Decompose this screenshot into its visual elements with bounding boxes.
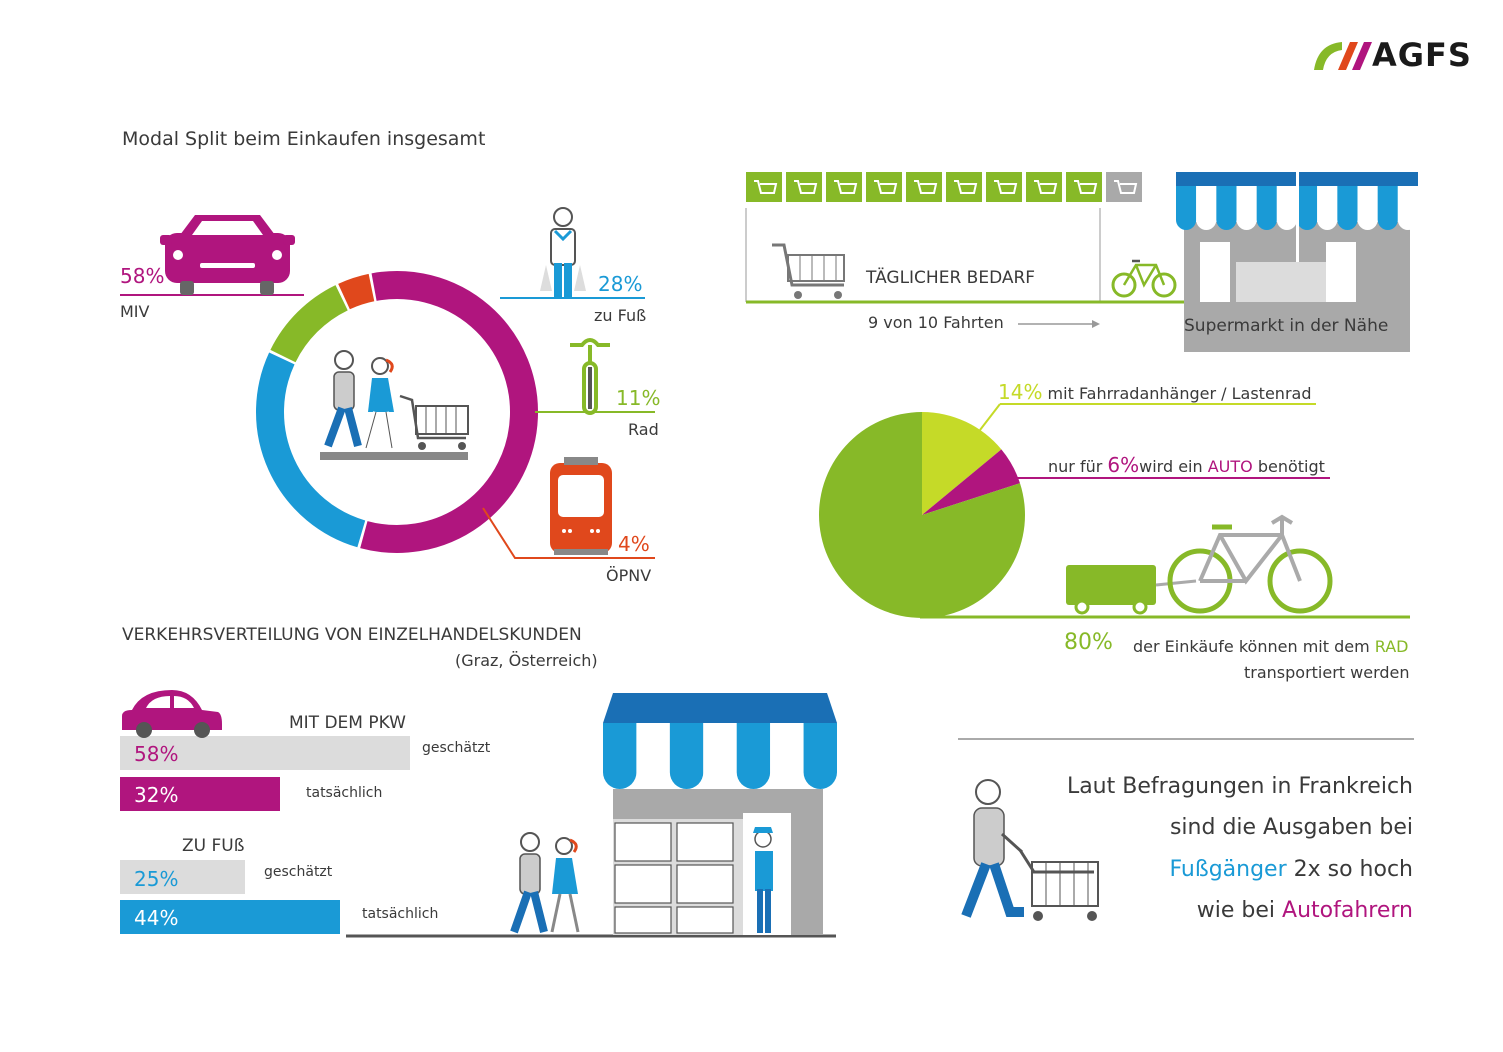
label-fuss-value: 28%	[598, 272, 643, 296]
car-icon	[160, 215, 295, 295]
basket-icon	[1034, 180, 1058, 194]
donut-slice-1	[256, 352, 366, 548]
daily-destination: Supermarkt in der Nähe	[1184, 316, 1389, 336]
bar-fuss-act-value: 44%	[134, 906, 179, 930]
daily-trips: 9 von 10 Fahrten	[868, 313, 1004, 332]
awning-stripe	[1337, 186, 1358, 230]
basket-icon	[914, 180, 938, 194]
label-rad: Rad	[628, 420, 659, 439]
small-car-icon	[122, 690, 222, 738]
bar-0-1	[120, 777, 280, 811]
awning-stripe	[603, 723, 637, 789]
label-oepnv: ÖPNV	[606, 566, 652, 585]
awning-stripe	[1216, 186, 1237, 230]
awning-stripe	[1357, 186, 1378, 230]
bar-fuss-est-label: geschätzt	[264, 864, 333, 880]
label-fuss: zu Fuß	[594, 306, 647, 325]
bicycle-front-icon	[570, 338, 610, 415]
donut-slice-3	[338, 273, 375, 310]
awning-stripe	[1276, 186, 1297, 230]
label-rad-value: 11%	[616, 386, 661, 410]
label-oepnv-value: 4%	[618, 532, 650, 556]
awning-stripe	[1397, 186, 1418, 230]
agfs-logo-mark	[1314, 42, 1372, 70]
quote-line-3: Fußgänger 2x so hoch	[1169, 857, 1413, 882]
awning-stripe	[1297, 186, 1318, 230]
bar-chart-title: VERKEHRSVERTEILUNG VON EINZELHANDELSKUND…	[122, 625, 582, 645]
awning-stripe	[770, 723, 804, 789]
bar-0-0	[120, 736, 410, 770]
leader-oepnv	[482, 507, 655, 559]
bike-with-trailer-icon	[1066, 514, 1333, 615]
cart-icon	[772, 243, 845, 299]
awning-stripe	[703, 723, 737, 789]
store-icon	[603, 693, 837, 935]
basket-icon	[874, 180, 898, 194]
man-with-cart-icon	[961, 779, 1099, 921]
pie-slice-1	[922, 449, 1020, 515]
pie-label-rad: der Einkäufe können mit dem RAD	[1133, 637, 1409, 656]
basket-icon	[994, 180, 1018, 194]
quote-line-2: sind die Ausgaben bei	[1169, 815, 1413, 840]
basket-icon	[754, 180, 778, 194]
awning-stripe	[1317, 186, 1338, 230]
bar-pkw-act-value: 32%	[134, 783, 179, 807]
donut-chart-title: Modal Split beim Einkaufen insgesamt	[122, 128, 486, 150]
couple-icon	[510, 832, 580, 934]
group-fuss-label: ZU FUß	[182, 836, 245, 856]
bar-pkw-est-value: 58%	[134, 742, 179, 766]
awning-stripe	[736, 723, 771, 789]
basket-icon	[954, 180, 978, 194]
pie-label-rad-value: 80%	[1064, 630, 1113, 655]
awning-stripe	[1256, 186, 1277, 230]
donut-slice-0	[360, 271, 538, 553]
supermarket-icon	[1176, 172, 1418, 352]
daily-heading: TÄGLICHER BEDARF	[866, 268, 1036, 288]
basket-icon	[794, 180, 818, 194]
bar-fuss-act-label: tatsächlich	[362, 906, 439, 922]
pie-label-trailer: 14% mit Fahrradanhänger / Lastenrad	[998, 380, 1312, 404]
pie-label-rad-line2: transportiert werden	[1244, 663, 1410, 682]
awning-stripe	[669, 723, 704, 789]
bar-fuss-est-value: 25%	[134, 867, 179, 891]
awning-stripe	[1377, 186, 1398, 230]
basket-icon	[1074, 180, 1098, 194]
pedestrian-icon	[540, 207, 586, 299]
quote-line-1: Laut Befragungen in Frankreich	[1066, 774, 1413, 799]
awning-stripe	[803, 723, 837, 789]
bar-1-1	[120, 900, 340, 934]
pie-slice-2	[818, 412, 1025, 618]
bar-pkw-est-label: geschätzt	[422, 740, 491, 756]
awning-stripe	[1196, 186, 1217, 230]
bar-chart-subtitle: (Graz, Österreich)	[455, 651, 598, 670]
agfs-logo-text: AGFS	[1372, 36, 1472, 74]
basket-icon	[1114, 180, 1138, 194]
donut-slice-2	[270, 285, 349, 363]
pie-label-auto: nur für 6%wird ein AUTO benötigt	[1048, 453, 1325, 477]
basket-icon	[834, 180, 858, 194]
tram-icon	[550, 457, 612, 555]
bicycle-icon	[1111, 259, 1177, 298]
label-miv-value: 58%	[120, 264, 165, 288]
bar-1-0	[120, 860, 245, 894]
group-pkw-label: MIT DEM PKW	[289, 713, 406, 733]
pie-slice-0	[922, 412, 1002, 515]
bar-pkw-act-label: tatsächlich	[306, 785, 383, 801]
awning-stripe	[636, 723, 670, 789]
awning-stripe	[1176, 186, 1197, 230]
awning-stripe	[1236, 186, 1257, 230]
label-miv: MIV	[120, 302, 150, 321]
quote-line-4: wie bei Autofahrern	[1196, 898, 1413, 923]
shoppers-with-cart-icon	[320, 350, 469, 460]
